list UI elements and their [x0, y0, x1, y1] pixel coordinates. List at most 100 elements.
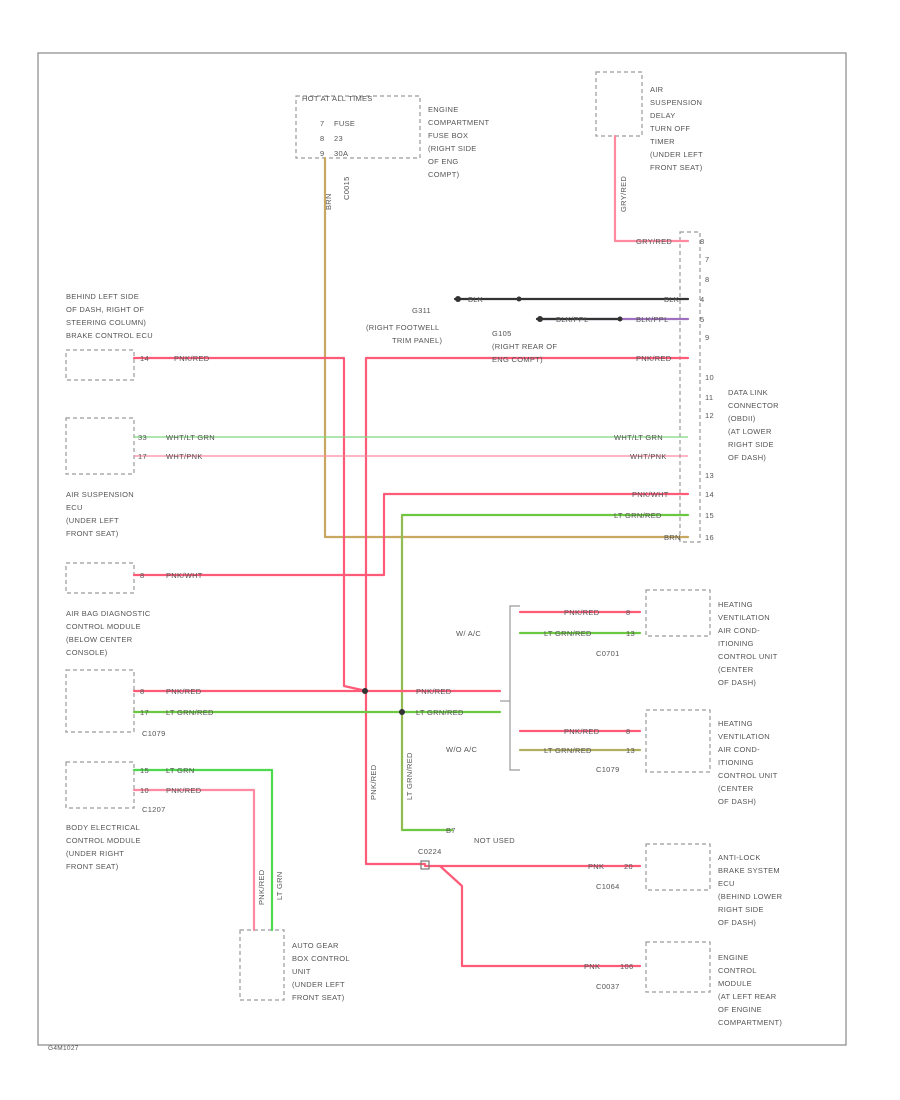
- pnk-red-bcm-wire: [132, 788, 256, 932]
- bcm-desc-0: BODY ELECTRICAL: [66, 823, 140, 832]
- dlc-pin-7: 14: [705, 490, 714, 499]
- brake-control-ecu: [65, 349, 135, 381]
- wire-label-not-used: NOT USED: [474, 836, 515, 845]
- relay-pin: 8: [700, 237, 704, 246]
- airbag-desc-1: CONTROL MODULE: [66, 622, 141, 631]
- relay-desc-1: SUSPENSION: [650, 98, 702, 107]
- hvac2-desc-6: OF DASH): [718, 797, 756, 806]
- ecm-desc-4: OF ENGINE: [718, 1005, 762, 1014]
- hvac2-desc-1: VENTILATION: [718, 732, 770, 741]
- fuse-box-number: 23: [334, 134, 343, 143]
- fuse-box-fuse: FUSE: [334, 119, 355, 128]
- airbag-pin-a: 8: [140, 687, 144, 696]
- fuse-box-rating: 30A: [334, 149, 348, 158]
- hvac2-desc-5: (CENTER: [718, 784, 754, 793]
- pnk-wht-wire: [132, 492, 690, 577]
- dlc-pin-9: 16: [705, 533, 714, 542]
- wire-label-vert-pnkred: PNK/RED: [369, 764, 378, 800]
- connector-splice-c0224: C0224: [418, 847, 442, 856]
- dlc-desc-5: OF DASH): [728, 453, 766, 462]
- wire-label-hvac2-pnkred: PNK/RED: [564, 727, 600, 736]
- component-labels: HOT AT ALL TIMES FUSE 23 30A ENGINE COMP…: [66, 85, 782, 1027]
- airbag-desc-0: AIR BAG DIAGNOSTIC: [66, 609, 151, 618]
- asus2-pin: 8: [140, 571, 144, 580]
- wire-label-agb-lgrn: LT GRN: [275, 871, 284, 900]
- hvac1-desc-1: VENTILATION: [718, 613, 770, 622]
- dlc-desc-1: CONNECTOR: [728, 401, 779, 410]
- lt-grn-red-dlc-wire: [400, 513, 690, 832]
- fuse-pin-1: 8: [320, 134, 324, 143]
- fuse-box: [295, 95, 421, 159]
- brn-fuse-wire: [323, 156, 690, 539]
- agb-desc-1: BOX CONTROL: [292, 954, 350, 963]
- wire-labels: BRN C0015 GRY/RED GRY/RED BLK BLK BLK/PP…: [166, 176, 680, 971]
- air-susp-ecu-desc-2: (UNDER LEFT: [66, 516, 119, 525]
- fuse-box-desc-5: COMPT): [428, 170, 460, 179]
- wire-label-splice-pnkred: PNK/RED: [416, 687, 452, 696]
- wire-label-brn-vertical: BRN: [324, 193, 333, 210]
- fuse-box-desc-4: OF ENG: [428, 157, 459, 166]
- fuse-box-desc-0: ENGINE: [428, 105, 459, 114]
- ecm-desc-2: MODULE: [718, 979, 752, 988]
- hvac1-desc-3: ITIONING: [718, 639, 754, 648]
- abs-desc-5: OF DASH): [718, 918, 756, 927]
- hvac2-desc-4: CONTROL UNIT: [718, 771, 778, 780]
- connector-c1079-airbag: C1079: [142, 729, 166, 738]
- wires: [132, 134, 690, 968]
- brake-ecu-desc-1: OF DASH, RIGHT OF: [66, 305, 144, 314]
- g105-desc-2: ENG COMPT): [492, 355, 543, 364]
- brake-ecu-desc-0: BEHIND LEFT SIDE: [66, 292, 139, 301]
- wire-label-dlc-pnkwht: PNK/WHT: [632, 490, 669, 499]
- abs-desc-1: BRAKE SYSTEM: [718, 866, 780, 875]
- blk-ppl-pin: 5: [700, 315, 704, 324]
- air-susp-ecu-desc-3: FRONT SEAT): [66, 529, 119, 538]
- pnk-red-brake-wire: [132, 356, 364, 692]
- hvac1-desc-0: HEATING: [718, 600, 753, 609]
- engine-control-module: [645, 941, 711, 993]
- air-suspension-ecu-2: [65, 562, 135, 594]
- relay-desc-5: (UNDER LEFT: [650, 150, 703, 159]
- air-susp-ecu-desc-0: AIR SUSPENSION: [66, 490, 134, 499]
- agb-desc-3: (UNDER LEFT: [292, 980, 345, 989]
- hvac2-pin-b: 13: [626, 746, 635, 755]
- dlc-pin-5: 12: [705, 411, 714, 420]
- ground-dot-blk-ppl: [537, 316, 543, 322]
- hvac-split-bracket: [509, 605, 520, 771]
- fuse-pin-0: 7: [320, 119, 324, 128]
- abs-desc-0: ANTI-LOCK: [718, 853, 761, 862]
- wire-label-dlc-lgrnred: LT GRN/RED: [614, 511, 662, 520]
- pnk-ecm-wire: [438, 864, 642, 968]
- hvac-control-unit-2: [645, 709, 711, 773]
- diagram-frame: [37, 52, 847, 1046]
- dlc-pin-2: 9: [705, 333, 709, 342]
- wire-label-asus2: PNK/WHT: [166, 571, 203, 580]
- splice-lt-grn-red: [399, 709, 405, 715]
- bcm-pin-b: 10: [140, 786, 149, 795]
- dlc-desc-0: DATA LINK: [728, 388, 768, 397]
- body-electrical-control-module: [65, 761, 135, 809]
- brake-ecu-desc-3: BRAKE CONTROL ECU: [66, 331, 153, 340]
- hvac2-desc-3: ITIONING: [718, 758, 754, 767]
- connector-c1079-hvac2: C1079: [596, 765, 620, 774]
- wire-label-vert-lgrnred: LT GRN/RED: [405, 752, 414, 800]
- splice-box-c0224: [420, 860, 430, 870]
- figure-id: G4M1027: [48, 1045, 79, 1052]
- ecm-desc-5: COMPARTMENT): [718, 1018, 782, 1027]
- dlc-pin-8: 15: [705, 511, 714, 520]
- wire-label-blk-left: BLK: [468, 295, 483, 304]
- splice-pnk-red: [362, 688, 368, 694]
- hvac1-pin-b: 13: [626, 629, 635, 638]
- connector-labels: C1079 C1207 C0701 C1079 C1064 C0037 C022…: [142, 629, 620, 991]
- ground-dot-blk-ppl-2: [617, 316, 623, 322]
- airbag-desc-3: CONSOLE): [66, 648, 108, 657]
- wire-label-dlc-wht-lgrn: WHT/LT GRN: [614, 433, 663, 442]
- connector-c0701-hvac1: C0701: [596, 649, 620, 658]
- splice-points: [362, 296, 623, 870]
- asus-pin-b: 17: [138, 452, 147, 461]
- component-boxes: [65, 71, 711, 1001]
- wire-label-asus-wht-lgrn: WHT/LT GRN: [166, 433, 215, 442]
- wire-label-abs-pnk: PNK: [588, 862, 604, 871]
- hvac1-pin-a: 8: [626, 608, 630, 617]
- fuse-pin-2: 9: [320, 149, 324, 158]
